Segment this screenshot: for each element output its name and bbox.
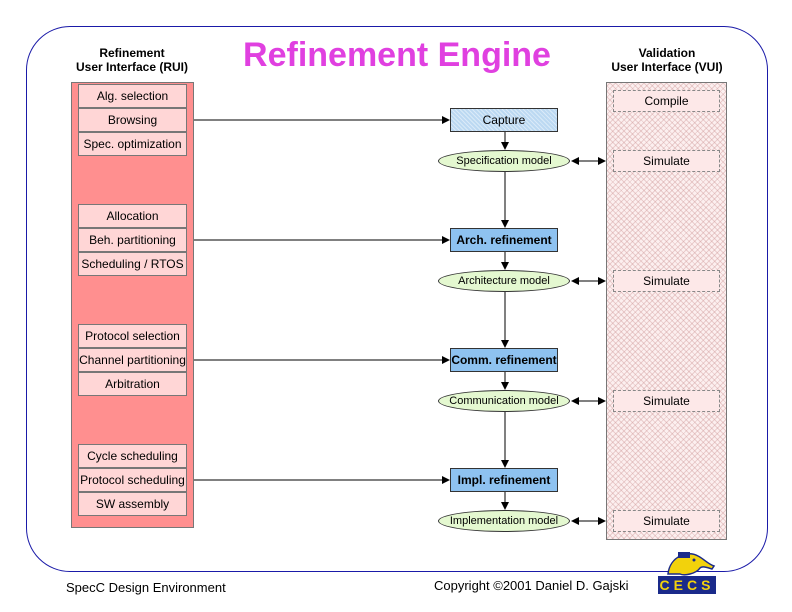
communication-model: Communication model xyxy=(438,390,570,412)
implementation-model: Implementation model xyxy=(438,510,570,532)
rui-cycle-scheduling[interactable]: Cycle scheduling xyxy=(78,444,187,468)
vui-simulate-comm[interactable]: Simulate xyxy=(613,390,720,412)
specification-model: Specification model xyxy=(438,150,570,172)
vui-simulate-arch[interactable]: Simulate xyxy=(613,270,720,292)
vui-simulate-impl[interactable]: Simulate xyxy=(613,510,720,532)
rui-heading-line2: User Interface (RUI) xyxy=(75,60,189,74)
rui-scheduling-rtos[interactable]: Scheduling / RTOS xyxy=(78,252,187,276)
rui-heading-line1: Refinement xyxy=(99,46,165,60)
impl-refinement-step[interactable]: Impl. refinement xyxy=(450,468,558,492)
anteater-icon xyxy=(667,552,716,576)
footer-right: Copyright ©2001 Daniel D. Gajski xyxy=(434,578,629,593)
rui-spec-optimization[interactable]: Spec. optimization xyxy=(78,132,187,156)
capture-step[interactable]: Capture xyxy=(450,108,558,132)
comm-refinement-step[interactable]: Comm. refinement xyxy=(450,348,558,372)
rui-browsing[interactable]: Browsing xyxy=(78,108,187,132)
rui-sw-assembly[interactable]: SW assembly xyxy=(78,492,187,516)
rui-alg-selection[interactable]: Alg. selection xyxy=(78,84,187,108)
slide-frame xyxy=(26,26,768,572)
rui-arbitration[interactable]: Arbitration xyxy=(78,372,187,396)
rui-protocol-scheduling[interactable]: Protocol scheduling xyxy=(78,468,187,492)
slide-title: Refinement Engine xyxy=(243,36,551,74)
vui-heading-line1: Validation xyxy=(638,46,696,60)
rui-heading: Refinement User Interface (RUI) xyxy=(70,46,194,74)
vui-heading-line2: User Interface (VUI) xyxy=(611,60,723,74)
vui-compile-button[interactable]: Compile xyxy=(613,90,720,112)
logo-text: CECS xyxy=(658,576,716,594)
rui-protocol-selection[interactable]: Protocol selection xyxy=(78,324,187,348)
rui-allocation[interactable]: Allocation xyxy=(78,204,187,228)
arch-refinement-step[interactable]: Arch. refinement xyxy=(450,228,558,252)
vui-simulate-spec[interactable]: Simulate xyxy=(613,150,720,172)
rui-beh-partitioning[interactable]: Beh. partitioning xyxy=(78,228,187,252)
architecture-model: Architecture model xyxy=(438,270,570,292)
footer-left: SpecC Design Environment xyxy=(66,580,226,595)
rui-channel-partitioning[interactable]: Channel partitioning xyxy=(78,348,187,372)
cecs-logo: CECS xyxy=(658,544,716,594)
vui-heading: Validation User Interface (VUI) xyxy=(600,46,734,74)
